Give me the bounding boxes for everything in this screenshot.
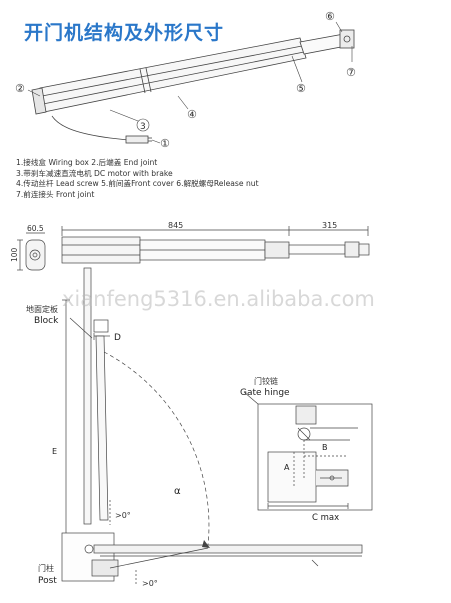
callout-6: ⑥	[325, 10, 335, 23]
dim-d-label: D	[114, 333, 121, 343]
callout-4: ④	[187, 108, 197, 121]
actuator-illustration	[31, 29, 355, 144]
dim-e-label: E	[52, 447, 57, 456]
rod	[288, 244, 346, 255]
legend-line-2: 3.带刹车减速直流电机 DC motor with brake	[16, 168, 173, 178]
front-joint	[339, 29, 355, 49]
watermark: xianfeng5316.en.alibaba.com	[62, 287, 375, 311]
end-joint	[31, 87, 47, 115]
angle-gt0-top: >0°	[115, 511, 131, 520]
gate-hinge-detail	[243, 391, 373, 511]
callout-3: 3	[140, 122, 146, 132]
dim-cmax-label: C max	[312, 513, 339, 523]
hinge-label-cn: 门铰链	[254, 376, 278, 386]
cable-plug	[125, 135, 149, 144]
side-view-drawing	[17, 226, 370, 271]
callout-1: ①	[160, 137, 170, 150]
callout-3-circle	[136, 118, 150, 132]
callout-7: ⑦	[346, 66, 356, 79]
block-label-cn: 地面定板	[26, 304, 58, 314]
dim-60-5: 60.5	[27, 224, 44, 233]
dim-845: 845	[168, 221, 183, 230]
hinge-label-en: Gate hinge	[240, 388, 290, 398]
legend-line-4: 7.前连接头 Front joint	[16, 189, 95, 199]
callout-5: ⑤	[296, 82, 306, 95]
page-title: 开门机结构及外形尺寸	[24, 22, 225, 44]
motor-housing	[61, 236, 141, 264]
legend-line-3: 4.传动丝杆 Lead screw 5.前间盖Front cover 6.解脱螺…	[16, 179, 259, 189]
post-label-en: Post	[38, 576, 57, 586]
power-cable	[51, 115, 129, 141]
swing-arc	[103, 351, 210, 546]
callout-leaders	[27, 21, 353, 144]
end-cap-view	[25, 239, 46, 271]
dim-b-label: B	[322, 443, 328, 452]
callout-2: ②	[15, 82, 25, 95]
legend-line-1: 1.接线盒 Wiring box 2.后端盖 End joint	[16, 158, 158, 167]
lead-screw-rod	[299, 33, 347, 55]
actuator-open	[95, 335, 109, 521]
angle-gt0-bottom: >0°	[142, 579, 158, 588]
block-label-en: Block	[34, 316, 59, 326]
gate-leaf	[93, 544, 363, 554]
dim-a-label: A	[284, 463, 290, 472]
post-label-cn: 门柱	[38, 563, 54, 573]
alpha-label: α	[174, 486, 181, 497]
dim-100: 100	[10, 247, 19, 262]
block-plate	[83, 267, 92, 525]
dim-315: 315	[322, 221, 337, 230]
installation-drawing	[61, 267, 363, 586]
parts-legend: 1.接线盒 Wiring box 2.后端盖 End joint 3.带刹车减速…	[16, 158, 259, 200]
actuator-body	[39, 37, 307, 113]
